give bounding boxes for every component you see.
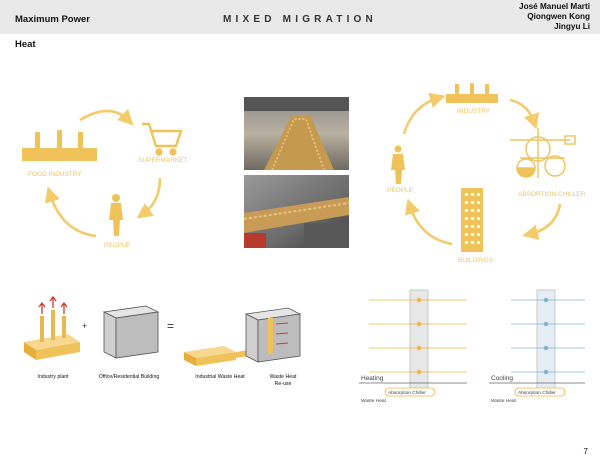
person-icon xyxy=(109,194,123,236)
people-label: PEOPLE xyxy=(387,187,414,194)
header-bar xyxy=(0,0,600,34)
plus-operator: + xyxy=(82,321,87,331)
industry-plant-caption: Industry plant xyxy=(37,374,69,380)
equals-operator: = xyxy=(167,319,174,333)
cycle-arrow xyxy=(402,92,446,135)
author-name: Qiongwen Kong xyxy=(527,12,590,21)
industrial-waste-heat-caption: Industrial Waste Heat xyxy=(195,374,245,380)
section-title: Heat xyxy=(15,39,36,50)
cooling-label: Cooling xyxy=(491,375,513,382)
absorption-chiller-label: Absorption Chiller xyxy=(518,390,556,396)
page-number: 7 xyxy=(583,447,588,456)
project-title: Maximum Power xyxy=(15,14,90,25)
author-name: José Manuel Marti xyxy=(519,2,590,11)
office-building-illustration xyxy=(102,305,160,359)
page-title: MIXED MIGRATION xyxy=(223,14,377,25)
buildings-label: BUILDINGS xyxy=(458,257,494,264)
author-name: Jingyu Li xyxy=(554,22,590,31)
cooling-section-diagram: Cooling Absorption Chiller Waste Heat xyxy=(489,289,585,404)
cycle-arrow xyxy=(79,108,134,126)
waste-heat-reuse-illustration xyxy=(184,307,302,366)
heating-section-diagram: Heating Absorption Chiller Waste Heat xyxy=(359,289,467,404)
heating-label: Heating xyxy=(361,375,384,382)
shopping-cart-icon xyxy=(142,122,183,156)
cycle-arrow xyxy=(404,198,453,246)
person-icon xyxy=(391,145,405,184)
industry-plant-illustration xyxy=(24,295,80,360)
cycle-arrow xyxy=(44,186,97,238)
factory-icon xyxy=(22,130,97,161)
absorption-chiller-label: ABSORTION CHILLER xyxy=(518,191,586,198)
building-icon xyxy=(461,188,483,252)
food-industry-label: FOOD INDUSTRY xyxy=(28,171,82,178)
cycle-arrow xyxy=(136,177,162,219)
cycle-arrow xyxy=(522,203,562,240)
waste-heat-label: Waste Heat xyxy=(491,398,517,404)
absorption-chiller-label: Absorption Chiller xyxy=(388,390,426,396)
waste-heat-process-diagram: + = xyxy=(24,295,302,366)
office-building-caption: Office/Residential Building xyxy=(98,374,160,380)
cycle-diagram-industry: INDUSTRY ABSORTION CHILLER BUILDINGS PEO… xyxy=(387,83,586,264)
cycle-diagram-food: FOOD INDUSTRY SUPERMARKET PEOPLE xyxy=(22,108,188,249)
authors: José Manuel Marti Qiongwen Kong Jingyu L… xyxy=(519,2,590,32)
people-label: PEOPLE xyxy=(104,242,131,249)
supermarket-label: SUPERMARKET xyxy=(138,157,188,164)
factory-conveyor-photo xyxy=(244,97,349,170)
factory-production-line-photo xyxy=(244,175,349,248)
absorption-chiller-icon xyxy=(510,128,576,178)
cycle-arrow xyxy=(509,98,539,130)
factory-icon xyxy=(446,83,498,103)
waste-heat-label: Waste Heat xyxy=(361,398,387,404)
waste-heat-reuse-caption: Waste Heat Re-use xyxy=(269,374,297,387)
industry-label: INDUSTRY xyxy=(457,108,491,115)
